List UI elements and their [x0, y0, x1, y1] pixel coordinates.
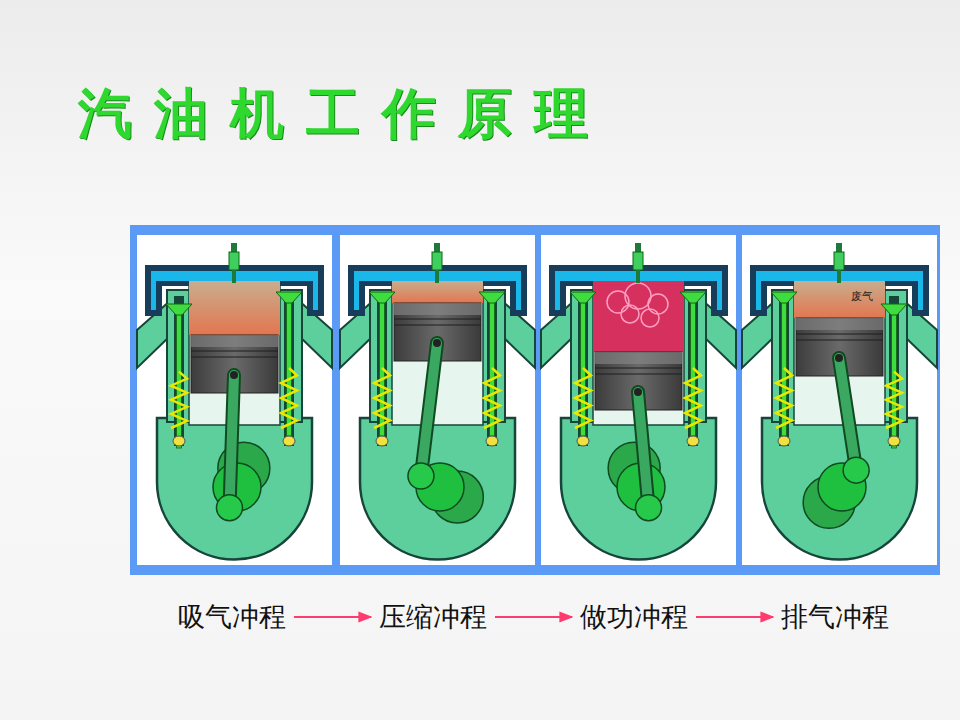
spark-plug-electrode: [435, 270, 439, 283]
connecting-rod-edge: [638, 392, 649, 508]
spark-plug-electrode: [837, 270, 841, 283]
piston-ring: [796, 339, 883, 340]
piston-pin: [634, 388, 642, 396]
engine-panel: [340, 235, 535, 565]
combustion-chamber: [794, 281, 885, 318]
explosion-cloud: [648, 294, 668, 314]
valve-head: [680, 292, 706, 303]
spark-plug-electrode: [232, 270, 236, 283]
piston-pin: [230, 371, 238, 379]
valve-spring: [776, 368, 792, 428]
valve-head: [570, 292, 596, 303]
crankcase: [762, 418, 917, 560]
piston-crown: [595, 352, 682, 364]
connecting-rod-edge: [421, 343, 437, 476]
crank-pin: [216, 495, 242, 521]
tappet: [486, 436, 498, 446]
valve-stem: [177, 308, 182, 448]
stroke-name: 吸气冲程: [178, 602, 286, 632]
piston-ring: [394, 318, 481, 319]
valve-head: [881, 304, 907, 315]
connecting-rod: [229, 375, 234, 508]
crank-pin: [408, 463, 434, 489]
spark-plug: [229, 252, 239, 270]
tappet: [577, 436, 589, 446]
tappet: [888, 436, 900, 446]
valve-spring: [886, 372, 902, 428]
tappet: [778, 436, 790, 446]
crank-pin: [636, 495, 662, 521]
stroke-label: 排气冲程: [777, 597, 893, 637]
piston-pin: [433, 339, 441, 347]
stroke-label: 压缩冲程: [375, 597, 491, 637]
connecting-rod: [421, 343, 437, 476]
stroke-label: 吸气冲程: [174, 597, 290, 637]
spark-plug: [834, 252, 844, 270]
spark-plug: [432, 252, 442, 270]
engine-panel: [742, 235, 937, 565]
connecting-rod-edge: [229, 375, 234, 508]
combustion-chamber: [593, 281, 684, 352]
valve-spring: [484, 368, 500, 428]
stroke-label: 做功冲程: [576, 597, 692, 637]
crank-pin: [843, 457, 869, 483]
engine-panel: [137, 235, 332, 565]
tappet: [283, 436, 295, 446]
valve-head: [166, 304, 192, 315]
panel-ground: [340, 235, 535, 565]
panel-ground: [137, 235, 332, 565]
valve-spring: [171, 372, 187, 428]
valve-spring: [281, 368, 297, 428]
explosion-cloud: [621, 305, 639, 323]
piston-ring: [796, 333, 883, 334]
engine-panel: [541, 235, 736, 565]
cylinder-head: [348, 265, 527, 316]
piston-ring: [595, 373, 682, 374]
combustion-chamber: [392, 281, 483, 303]
valve-head: [479, 292, 505, 303]
valve-spring: [685, 368, 701, 428]
valve-spring: [575, 368, 591, 428]
spark-plug-electrode: [636, 270, 640, 283]
piston-crown: [796, 318, 883, 330]
page-title: 汽油机工作原理: [78, 78, 610, 151]
piston-ring: [191, 350, 278, 351]
tappet: [376, 436, 388, 446]
flow-arrow: [294, 616, 371, 618]
blue-frame: [130, 225, 940, 575]
valve-spring: [374, 368, 390, 428]
piston-pin: [835, 354, 843, 362]
stroke-name: 排气冲程: [781, 602, 889, 632]
piston-ring: [191, 356, 278, 357]
stroke-name: 压缩冲程: [379, 602, 487, 632]
valve-head: [771, 292, 797, 303]
connecting-rod: [638, 392, 649, 508]
spark-plug: [633, 252, 643, 270]
panel-ground: [541, 235, 736, 565]
flow-arrow: [696, 616, 773, 618]
panel-ground: [742, 235, 937, 565]
gas-label: 废气: [851, 289, 873, 304]
connecting-rod: [839, 358, 856, 470]
flow-arrow: [495, 616, 572, 618]
stroke-name: 做功冲程: [580, 602, 688, 632]
piston-crown: [394, 303, 481, 315]
tappet: [687, 436, 699, 446]
piston-ring: [394, 324, 481, 325]
explosion-cloud: [641, 309, 659, 327]
piston-crown: [191, 335, 278, 347]
crankcase: [360, 418, 515, 560]
valve-head: [369, 292, 395, 303]
valve-head: [276, 292, 302, 303]
piston-ring: [595, 367, 682, 368]
valve-stem: [892, 308, 897, 448]
tappet: [173, 436, 185, 446]
combustion-chamber: [189, 281, 280, 335]
connecting-rod-edge: [839, 358, 856, 470]
